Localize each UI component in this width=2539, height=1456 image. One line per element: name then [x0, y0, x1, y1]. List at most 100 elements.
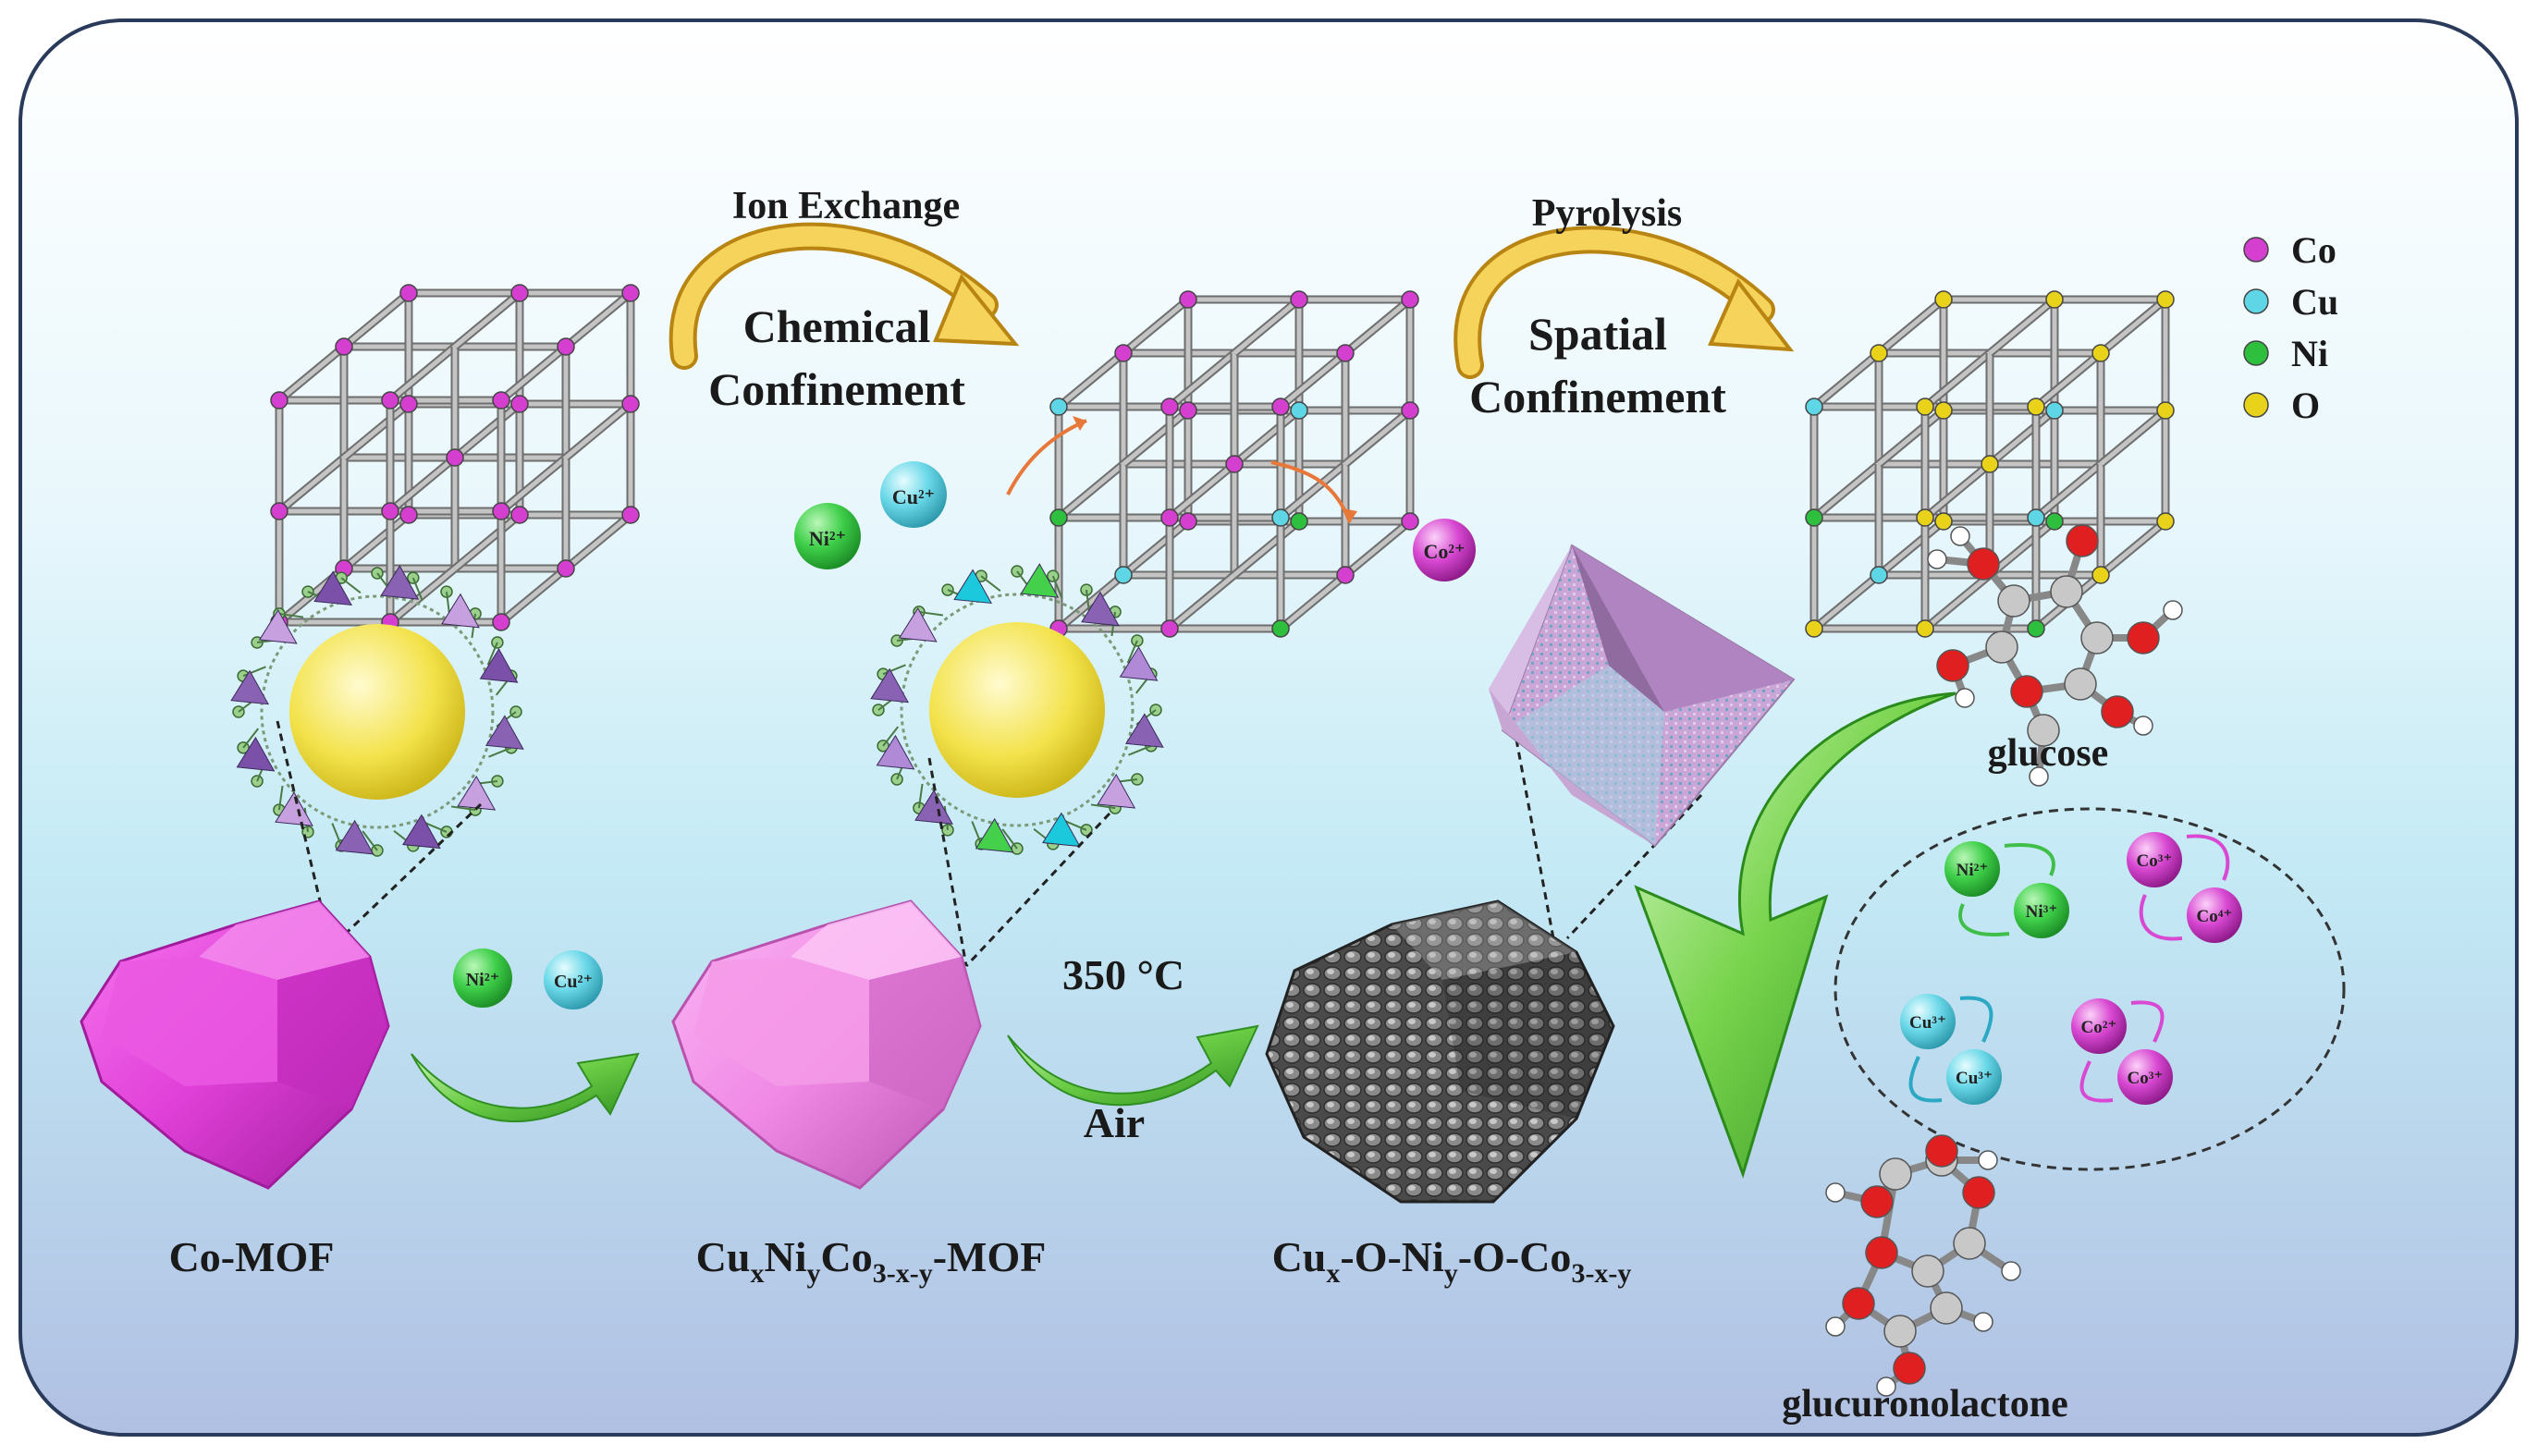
chemical-label: Chemical [743, 300, 931, 352]
redox-pairs: Ni²⁺Ni³⁺Co³⁺Co⁴⁺Cu³⁺Cu³⁺Co²⁺Co³⁺ [1900, 832, 2242, 1105]
lattice-node [446, 448, 464, 467]
lattice-node [1805, 398, 1823, 416]
lattice-node [2027, 508, 2045, 527]
lattice-node [1401, 290, 1419, 309]
ion-exchange-label: Ion Exchange [732, 185, 960, 227]
ion-in-arrow [1006, 416, 1087, 496]
lattice-node [1401, 512, 1419, 531]
temperature-label: 350 °C [1062, 951, 1184, 998]
lattice-node [1225, 455, 1244, 473]
redox-ion [2187, 887, 2242, 943]
redox-ion-label: Cu³⁺ [1909, 1013, 1946, 1033]
lattice-node [1160, 508, 1179, 527]
lattice-node [1336, 566, 1355, 584]
lattice-node [621, 506, 640, 524]
lattice-node [399, 395, 418, 413]
lattice-node [2091, 344, 2110, 362]
glucose-molecule [1927, 524, 2183, 787]
catalysis-arrow [1634, 691, 1956, 1179]
legend-swatch [2243, 237, 2269, 263]
oxide-label: Cux-O-Niy-O-Co3-x-y [1272, 1233, 1632, 1289]
spatial-label: Spatial [1528, 308, 1667, 360]
lattice-node [335, 337, 353, 356]
co-mof-particle [80, 899, 390, 1190]
chemical-confinement-label: Confinement [708, 363, 965, 415]
glucuronolactone-molecule [1825, 1134, 2021, 1397]
lattice-node [1179, 401, 1197, 420]
lattice-node [1160, 398, 1179, 416]
ion-ni-bottom: Ni²⁺ [453, 948, 512, 1008]
svg-text:Co²⁺: Co²⁺ [1423, 540, 1465, 563]
mixed-mof-particle [671, 899, 982, 1190]
svg-text:Ni²⁺: Ni²⁺ [466, 970, 500, 990]
ion-co-released: Co²⁺ [1413, 519, 1476, 581]
lattice-node [2156, 512, 2175, 531]
zoom-lines [276, 720, 1703, 968]
lattice-node [1805, 619, 1823, 638]
lattice-node [1160, 619, 1179, 638]
ion-exchange-arrow [668, 222, 1020, 370]
svg-text:Cu²⁺: Cu²⁺ [554, 972, 593, 992]
lattice-node [2091, 566, 2110, 584]
air-label: Air [1084, 1099, 1145, 1146]
lattice-node [621, 284, 640, 302]
ion-out-arrow [1270, 460, 1357, 523]
lattice-node [510, 284, 529, 302]
lattice-node [1290, 401, 1308, 420]
green-arrow-2 [1007, 1024, 1259, 1107]
redox-ion-label: Co²⁺ [2081, 1018, 2117, 1037]
lattice-node [1805, 508, 1823, 527]
lattice-node [2045, 290, 2064, 309]
lattice-node [2027, 619, 2045, 638]
lattice-node [1271, 619, 1290, 638]
lattice-node [510, 395, 529, 413]
ion-cu-top: Cu²⁺ [880, 461, 947, 528]
lattice-node [1916, 508, 1934, 527]
lattice-node [1870, 344, 1888, 362]
lattice-node [1114, 344, 1133, 362]
redox-ion [2117, 1049, 2173, 1105]
lattice-node [2045, 401, 2064, 420]
co-mof-label: Co-MOF [169, 1233, 335, 1280]
porous-octahedron [1489, 544, 1796, 848]
legend-label: O [2291, 385, 2320, 426]
lattice-node [492, 391, 510, 410]
redox-ion-label: Ni²⁺ [1956, 861, 1989, 880]
lattice-node [1290, 290, 1308, 309]
lattice-node [621, 395, 640, 413]
spatial-confinement-label: Confinement [1469, 371, 1726, 422]
oxide-particle [1265, 899, 1615, 1204]
lattice-node [1114, 566, 1133, 584]
lattice-node [492, 502, 510, 520]
lattice-node [1934, 401, 1953, 420]
redox-ion-label: Cu³⁺ [1956, 1069, 1993, 1088]
svg-text:Ni²⁺: Ni²⁺ [809, 527, 846, 550]
pyrolysis-label: Pyrolysis [1532, 192, 1683, 235]
lattice-node [1401, 401, 1419, 420]
ion-ni-top: Ni²⁺ [794, 503, 861, 569]
redox-ion-label: Co³⁺ [2128, 1069, 2164, 1088]
green-arrow-1 [411, 1052, 640, 1123]
lattice-node [510, 506, 529, 524]
ion-exchanged-lattice [1049, 290, 1419, 638]
lattice-node [1271, 508, 1290, 527]
lattice-node [1049, 508, 1068, 527]
lattice-node [399, 506, 418, 524]
redox-ion [2071, 998, 2127, 1054]
oxide-lattice [1805, 290, 2175, 638]
redox-ion [2127, 832, 2182, 887]
svg-text:Cu²⁺: Cu²⁺ [892, 485, 935, 508]
lattice-node [1336, 344, 1355, 362]
lattice-node [1049, 398, 1068, 416]
legend-swatch [2243, 288, 2269, 314]
redox-ion [2014, 883, 2069, 938]
legend-swatch [2243, 340, 2269, 366]
lattice-node [2156, 290, 2175, 309]
legend-label: Ni [2291, 333, 2328, 374]
lattice-node [2045, 512, 2064, 531]
lattice-node [1934, 512, 1953, 531]
lattice-node [381, 502, 399, 520]
co-mof-cage [230, 565, 524, 857]
lattice-node [1916, 398, 1934, 416]
